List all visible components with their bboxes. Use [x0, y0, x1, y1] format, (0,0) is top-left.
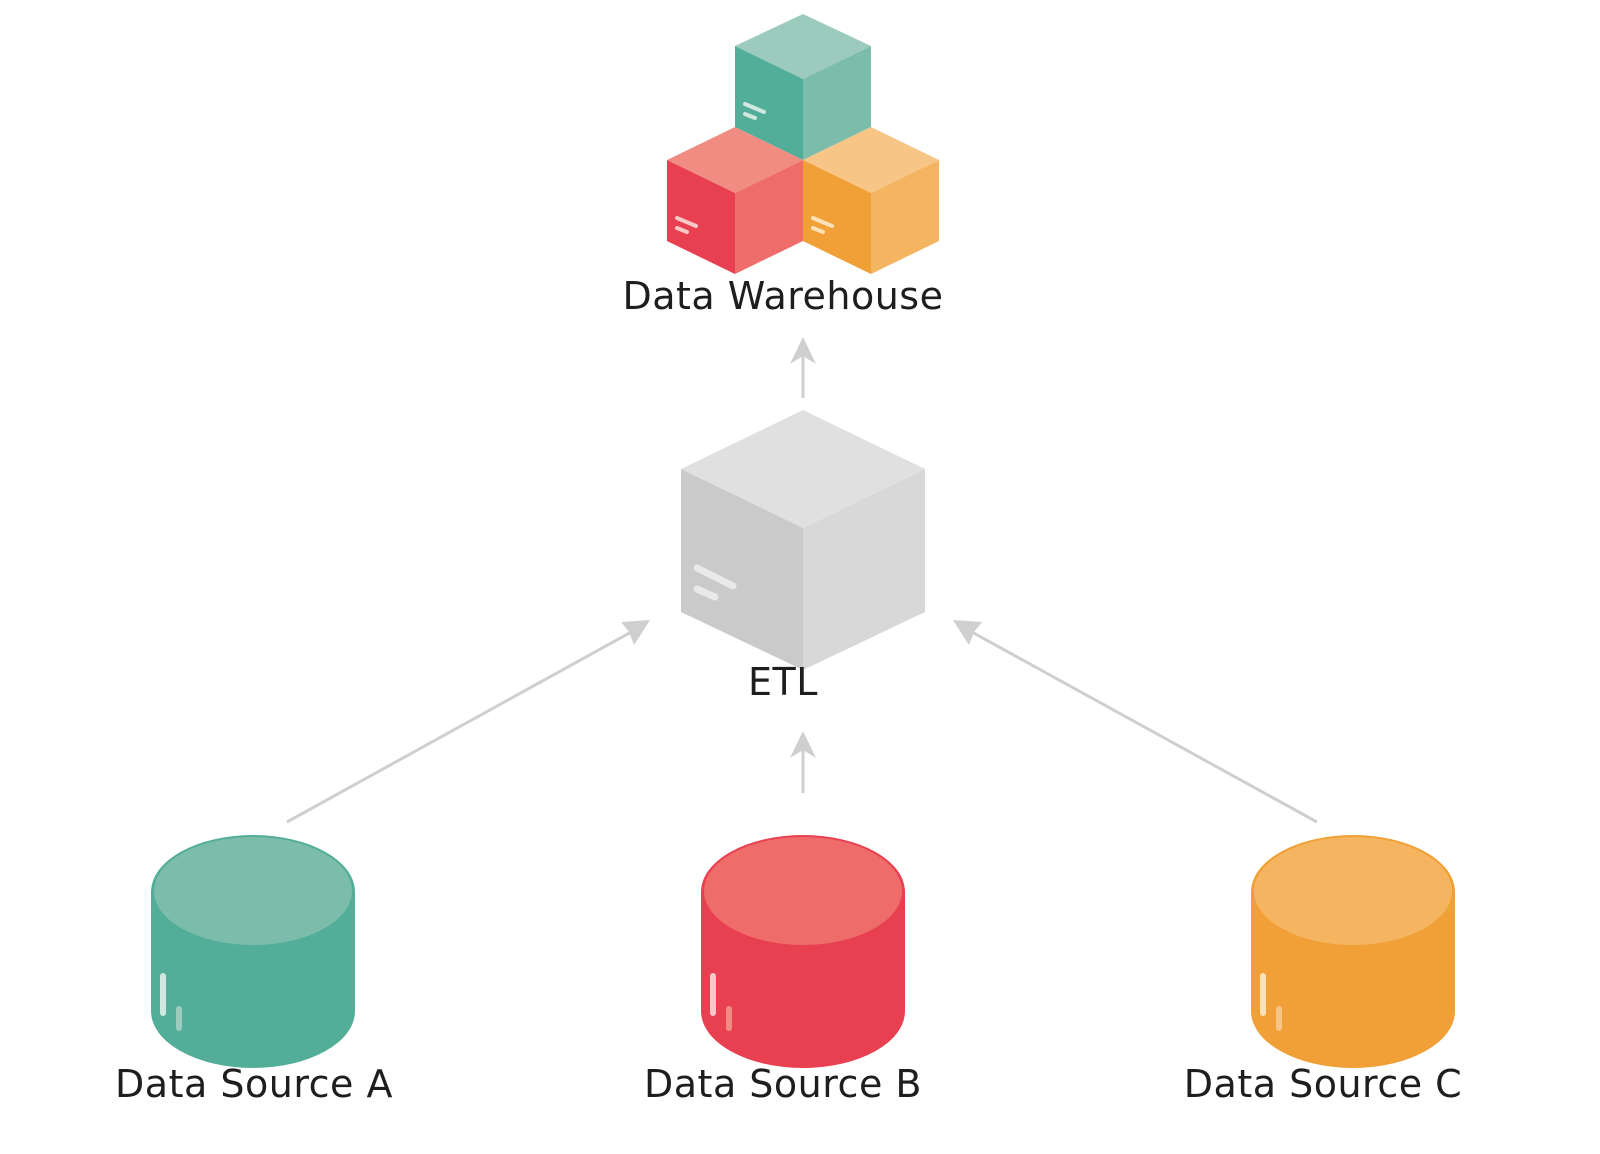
- database-a-icon: [151, 835, 355, 1068]
- arrow-source-b-to-etl: [790, 731, 816, 793]
- teal-cube: [735, 14, 871, 160]
- etl-label: ETL: [748, 660, 818, 704]
- arrow-source-c-to-etl: [953, 620, 1318, 824]
- database-c-icon: [1251, 835, 1455, 1068]
- database-b-icon: [701, 835, 905, 1068]
- red-cube: [667, 127, 803, 274]
- orange-cube: [803, 127, 939, 274]
- arrow-source-a-to-etl: [286, 620, 650, 824]
- warehouse-cubes-icon: [667, 14, 939, 274]
- source-a-label: Data Source A: [115, 1062, 393, 1106]
- arrow-etl-to-warehouse: [790, 337, 816, 398]
- warehouse-label: Data Warehouse: [622, 274, 944, 318]
- source-b-label: Data Source B: [644, 1062, 922, 1106]
- source-c-label: Data Source C: [1183, 1062, 1463, 1106]
- etl-cube-icon: [681, 410, 925, 670]
